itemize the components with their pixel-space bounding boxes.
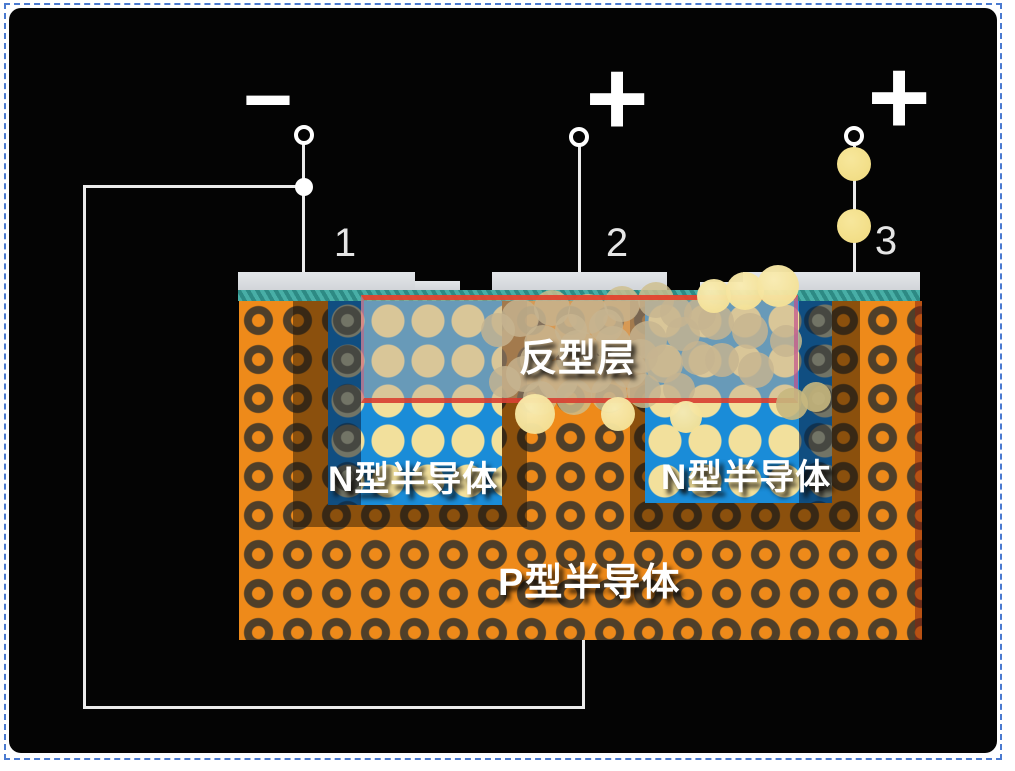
terminal-2-circle <box>569 127 589 147</box>
metal-electrode-2 <box>492 272 667 290</box>
p-substrate-label: P型半导体 <box>498 562 681 604</box>
metal-electrode-1-main <box>238 272 415 290</box>
metal-electrode-1-step <box>415 281 460 290</box>
circuit-wire-substrate-drop <box>582 640 585 709</box>
electrode-number-2: 2 <box>605 220 629 265</box>
wire-junction-dot <box>295 178 313 196</box>
circuit-wire-left-vertical <box>83 186 86 708</box>
terminal-2-plus-sign: + <box>585 37 649 158</box>
n-well-left-label: N型半导体 <box>328 460 499 499</box>
terminal-3-plus-sign: + <box>867 36 931 157</box>
terminal-1-minus-sign: − <box>242 52 294 148</box>
inversion-layer-label: 反型层 <box>519 338 637 380</box>
terminal-1-stem-lower <box>302 188 305 273</box>
terminal-3-circle <box>844 126 864 146</box>
metal-electrode-3-step <box>700 282 743 290</box>
n-well-left-edge-shade <box>328 301 361 505</box>
terminal-1-circle <box>294 125 314 145</box>
terminal-1-stem-upper <box>302 144 305 188</box>
substrate-right-shadow <box>915 301 922 640</box>
terminal-2-stem <box>578 146 581 273</box>
electrode-number-1: 1 <box>333 220 357 265</box>
circuit-wire-top-horizontal <box>83 185 304 188</box>
n-well-right-label: N型半导体 <box>661 458 832 497</box>
electrode-number-3: 3 <box>874 218 898 263</box>
metal-electrode-3-main <box>743 272 920 290</box>
circuit-wire-bottom-horizontal <box>83 706 585 709</box>
